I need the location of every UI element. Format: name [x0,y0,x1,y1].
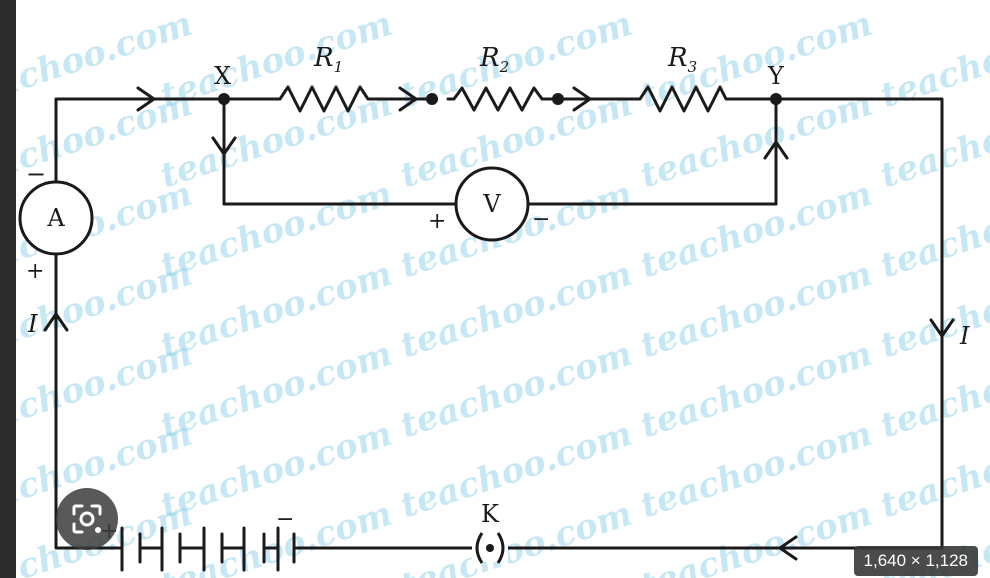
wire-voltmeter-right [524,97,778,206]
battery-cell-4 [220,526,266,572]
node-x-label: X [214,62,231,90]
image-size-badge: 1,640 × 1,128 [853,546,978,576]
arrow-r1-end [398,86,418,112]
svg-text:R2: R2 [479,43,509,76]
current-right-label: I [959,322,970,350]
battery-minus-label: − [276,507,294,532]
current-left-label: I [27,310,38,338]
key-label: K [481,500,500,528]
node-y-label: Y [767,62,785,90]
google-lens-icon [72,504,102,534]
arrow-left-up [43,312,69,332]
voltmeter-label: V [482,190,501,218]
r2-subscript: 2 [499,58,510,76]
r1-label: R [313,43,334,73]
arrow-branch-up [763,140,789,160]
wire-top-right [292,97,944,550]
voltmeter-minus-label: − [532,207,550,232]
ammeter-plus-label: + [26,259,44,284]
arrow-bottom-left [778,535,798,561]
junction-y [770,93,782,105]
circuit-diagram: X Y R1 R2 R3 A − + V + − I I K + − [18,43,970,572]
ammeter-label: A [46,204,65,232]
resistor-r1 [270,85,378,113]
resistor-r2 [446,86,560,112]
voltmeter-plus-label: + [428,209,446,234]
ammeter-minus-label: − [26,160,46,188]
arrow-r2-end [572,86,592,112]
svg-text:R3: R3 [667,43,697,76]
r1-subscript: 1 [334,58,344,76]
junction-x [218,93,230,105]
battery-cell-3 [178,526,224,572]
battery-cell-1 [120,526,142,572]
wire-left-bottom [54,252,124,550]
arrow-top-left [136,86,156,112]
resistor-r3 [628,85,736,113]
key-left-bracket [475,532,484,564]
arrow-right-down [929,318,955,338]
junction-r2-r3 [552,93,564,105]
r3-label: R [667,43,688,73]
google-lens-button[interactable] [56,488,118,550]
r3-subscript: 3 [688,58,698,76]
ammeter-circle [18,180,94,256]
junction-r1-r2 [426,93,438,105]
battery-cell-5 [262,526,296,572]
key-dot [486,544,494,552]
r2-label: R [479,43,500,73]
arrow-branch-down [211,136,237,156]
wire-voltmeter-left [222,97,460,206]
voltmeter-circle [454,166,530,242]
wire-left-top [54,97,226,184]
svg-text:R1: R1 [313,43,343,76]
battery-cell-2 [138,526,182,572]
key-right-bracket [496,532,505,564]
